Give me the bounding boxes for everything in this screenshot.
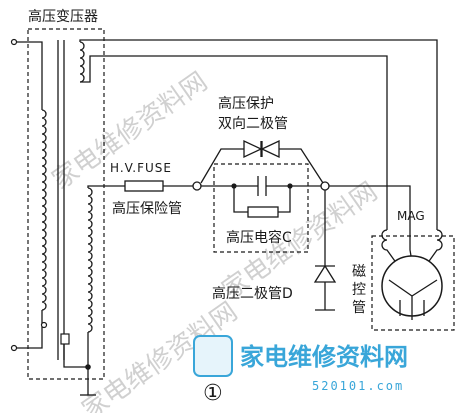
capacitor-label: 高压电容C [226, 229, 292, 246]
primary-dot [40, 321, 48, 329]
capacitor-node-left [231, 183, 237, 189]
magnetron-label-char-2: 控 [352, 282, 366, 298]
diode-label: 高压二极管D [212, 285, 293, 302]
hv-fuse [124, 180, 164, 192]
transformer-enclosure [27, 28, 105, 380]
figure-number: ① [203, 381, 223, 406]
magnetron-enclosure [371, 235, 455, 331]
capacitor-internal-wiring [201, 176, 323, 213]
core-ground-terminal [60, 333, 70, 345]
protection-label-line2: 双向二极管 [218, 116, 288, 132]
magnetron-label-char-1: 磁 [352, 264, 366, 280]
hv-to-magnetron-wire [329, 185, 411, 230]
core-to-ground-wire [63, 344, 88, 368]
primary-terminal-top [10, 38, 18, 46]
brand-logo-icon [193, 335, 233, 377]
protection-diode [200, 139, 324, 184]
secondary-winding [80, 185, 125, 396]
magnetron-cathode [388, 279, 438, 320]
protection-label-line1: 高压保护 [218, 95, 274, 112]
transformer-core [57, 40, 65, 360]
mag-label: MAG [397, 209, 425, 223]
capacitor-bleeder-resistor [247, 206, 279, 218]
brand-watermark: 家电维修资料网 520101.com [193, 335, 408, 393]
filament-winding [79, 39, 438, 230]
transformer-label: 高压变压器 [28, 8, 98, 25]
primary-winding [14, 41, 47, 349]
magnetron-label-char-3: 管 [352, 300, 366, 316]
capacitor-node-right [287, 183, 293, 189]
primary-terminal-bottom [10, 344, 18, 352]
fuse-label-cn: 高压保险管 [112, 200, 182, 217]
hv-diode [313, 190, 337, 311]
junction-left [192, 181, 202, 191]
watermark-diagonal-1: 家电维修资料网 [47, 67, 213, 196]
fuse-label-en: H.V.FUSE [110, 161, 172, 175]
junction-right [320, 181, 330, 191]
brand-text: 家电维修资料网 [240, 343, 408, 371]
brand-url: 520101.com [312, 379, 404, 393]
